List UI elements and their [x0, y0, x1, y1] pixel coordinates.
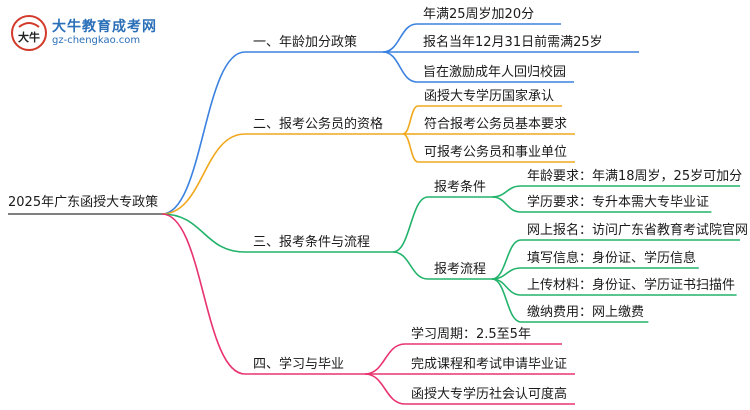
- branch-1-child-2-label: 报名当年12月31日前需满25岁: [423, 35, 603, 50]
- branch-3-child-2-leaf-4-label: 缴纳费用：网上缴费: [527, 305, 645, 320]
- branch-4-label: 四、学习与毕业: [253, 357, 345, 372]
- branch-1-child-3-connector: [382, 51, 418, 83]
- branch-2-label: 二、报考公务员的资格: [253, 117, 384, 132]
- branch-1-connector: [161, 51, 246, 215]
- site-logo[interactable]: 大牛 大牛教育成考网 gz-chengkao.com: [10, 14, 170, 54]
- logo-mark-text: 大牛: [18, 30, 40, 44]
- branch-2-child-2-label: 符合报考公务员基本要求: [424, 117, 568, 132]
- branch-4-connector: [161, 213, 246, 375]
- logo-title: 大牛教育成考网: [52, 19, 157, 35]
- branch-1-child-1-connector: [382, 23, 418, 53]
- branch-2-connector: [161, 133, 246, 215]
- branch-4-child-3-label: 函授大专学历社会认可度高: [411, 387, 568, 402]
- branch-3-child-2-leaf-3-label: 上传材料：身份证、学历证书扫描件: [527, 278, 736, 293]
- branch-3-child-2-leaf-1-label: 网上报名：访问广东省教育考试院官网: [527, 223, 749, 238]
- branch-4-child-1-connector: [364, 343, 406, 375]
- branch-2-child-1-label: 函授大专学历国家承认: [424, 89, 555, 104]
- branch-3-child-1-connector: [392, 196, 429, 253]
- branch-4-child-1-label: 学习周期：2.5至5年: [411, 327, 531, 342]
- branch-3-label: 三、报考条件与流程: [253, 235, 371, 250]
- branch-1-label: 一、年龄加分政策: [253, 35, 358, 50]
- branch-4-child-2-label: 完成课程和考试申请毕业证: [411, 357, 568, 372]
- branch-3-child-1-label: 报考条件: [434, 180, 487, 195]
- branch-2-child-1-connector: [402, 105, 419, 135]
- branch-3-child-1-leaf-1-label: 年龄要求：年满18周岁，25岁可加分: [527, 169, 743, 184]
- branch-3-child-2-leaf-2-label: 填写信息：身份证、学历信息: [527, 251, 697, 266]
- branch-3-child-1-leaf-2-label: 学历要求：专升本需大专毕业证: [527, 195, 710, 210]
- branch-4-child-3-connector: [364, 373, 406, 405]
- branch-3-child-2-leaf-4-connector: [491, 278, 522, 323]
- branch-1-child-1-label: 年满25周岁加20分: [423, 7, 535, 22]
- branch-3-child-1-leaf-1-connector: [491, 185, 522, 198]
- branch-2-child-3-connector: [402, 133, 419, 163]
- root-topic: 2025年广东函授大专政策: [8, 195, 159, 210]
- branch-3-child-2-connector: [392, 251, 429, 280]
- branch-2-child-3-label: 可报考公务员和事业单位: [424, 145, 568, 160]
- logo-url: gz-chengkao.com: [52, 35, 141, 46]
- logo-mark-icon: 大牛: [11, 15, 47, 51]
- branch-1-child-3-label: 旨在激励成年人回归校园: [423, 65, 567, 80]
- branch-3-child-2-label: 报考流程: [434, 262, 487, 277]
- branch-3-child-1-leaf-2-connector: [491, 196, 522, 213]
- branch-3-connector: [161, 213, 246, 253]
